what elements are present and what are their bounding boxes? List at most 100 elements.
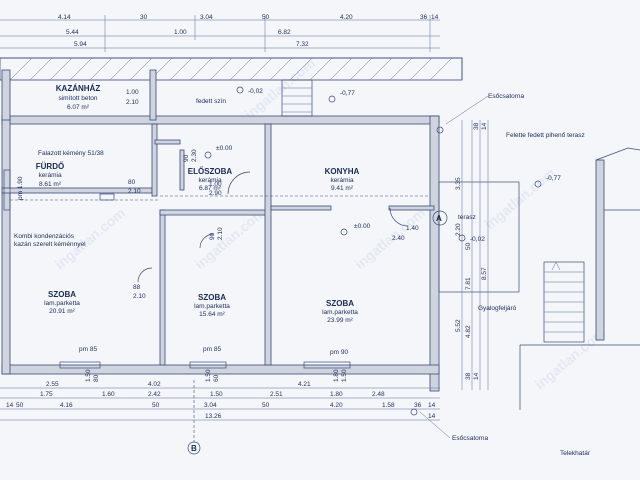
dim-bottom-4-0: 13.26 [205, 413, 222, 420]
room-szoba1-area: 20.91 m² [49, 308, 75, 315]
dim-right-9: 38 [465, 372, 472, 380]
room-furdo-floor: kerámia [38, 172, 62, 179]
opening-wb3: 1.50 [205, 369, 212, 382]
dim-bottom-3-9: 14 [428, 402, 436, 409]
room-eloszoba-floor: kerámia [198, 177, 222, 184]
opening-elo2-a: 1.00 [209, 181, 222, 188]
label-escsatorna-top: Esőcsatorna [488, 93, 525, 100]
opening-wb5: 1.80 [333, 369, 340, 382]
dim-bottom-2-5: 1.80 [330, 391, 343, 398]
opening-w1a: 1.00 [126, 89, 139, 96]
opening-wb4: 60 [213, 374, 220, 382]
opening-szoba1-a: 88 [133, 284, 141, 291]
opening-szoba1-b: 2.10 [133, 293, 146, 300]
dim-right-7: 14 [481, 122, 488, 130]
level-a: -0,02 [248, 88, 263, 95]
room-konyha-floor: kerámia [330, 177, 354, 184]
dim-bottom-3-4: 3.04 [204, 402, 217, 409]
dim-right-8: 50 [465, 242, 472, 250]
dim-bottom-2-4: 2.51 [270, 391, 283, 398]
section-mark-a: A [436, 214, 442, 223]
opening-szoba2-a: 90 [209, 232, 216, 240]
level-f: -0,77 [546, 175, 561, 182]
dim-bottom-2-3: 1.50 [210, 391, 223, 398]
outer-walls [1, 69, 440, 392]
dim-top-1-2: 6.82 [278, 29, 291, 36]
room-szoba1-floor: lam.parketta [44, 300, 80, 307]
terrace [438, 147, 640, 410]
label-terasz: terasz [458, 214, 476, 221]
opening-pm2: pm 85 [203, 346, 221, 353]
room-eloszoba-name: ELŐSZOBA [188, 167, 233, 176]
dim-bottom-2-0: 1.75 [40, 391, 53, 398]
opening-wb1: 1.50 [85, 369, 92, 382]
bottom-dimensions: 2.55 4.02 4.21 1.75 1.60 2.42 1.50 2.51 … [0, 381, 440, 421]
room-szoba2-floor: lam.parketta [194, 303, 230, 310]
dim-top-0-2: 3.04 [200, 14, 213, 21]
label-kombi-2: kazán szerelt kéménnyel [14, 241, 86, 248]
dim-bottom-3-1: 50 [16, 402, 24, 409]
room-konyha-area: 9.41 m² [331, 185, 354, 192]
opening-w1b: 2.10 [126, 99, 139, 106]
label-kemeny: Falazott kémény 51/38 [38, 150, 104, 157]
opening-furdo-a: 80 [128, 179, 136, 186]
opening-pm3: pm 90 [330, 349, 348, 356]
level-b: -0,77 [340, 90, 355, 97]
watermark-text: ingatlan.com [352, 205, 428, 273]
dim-bottom-3-7: 1.58 [382, 402, 395, 409]
room-szoba3-name: SZOBA [326, 299, 354, 308]
dim-bottom-3-5: 50 [262, 402, 270, 409]
room-szoba3-floor: lam.parketta [322, 309, 358, 316]
dim-bottom-3-3: 50 [152, 402, 160, 409]
opening-elo-a: 90 [183, 154, 190, 162]
level-c: ±0.00 [216, 145, 233, 152]
roof-band [0, 57, 463, 81]
level-d: ±0.00 [354, 223, 371, 230]
opening-szoba2-b: 2.10 [217, 227, 224, 240]
dim-bottom-4-1: 14 [428, 413, 436, 420]
room-furdo-name: FÜRDŐ [36, 162, 64, 171]
dim-right-6: 38 [473, 122, 480, 130]
dim-right-10: 14 [473, 372, 480, 380]
dim-right-4: 5.52 [455, 319, 462, 332]
dim-top-0-3: 50 [262, 14, 270, 21]
room-eloszoba-area: 6.87 m² [199, 185, 222, 192]
dim-bottom-3-6: 4.20 [330, 402, 343, 409]
annotations: fedett szín Falazott kémény 51/38 Kombi … [14, 93, 591, 457]
right-dimensions: 3.35 2.20 7.81 8.57 5.52 4.82 38 14 50 3… [455, 120, 489, 390]
level-marks: -0,02 -0,77 ±0.00 ±0.00 -0,02 -0,77 [204, 86, 561, 243]
section-markers: A B [187, 126, 448, 455]
dim-top-2-0: 5.94 [74, 41, 87, 48]
dim-bottom-3-8: 36 [414, 402, 422, 409]
label-telekhatar: Telekhatár [560, 450, 591, 457]
dim-top-1-1: 1.00 [174, 29, 187, 36]
room-kazanhaz-floor: simított beton [58, 95, 97, 102]
dim-top-0-4: 4.20 [340, 14, 353, 21]
dim-right-0: 3.35 [455, 177, 462, 190]
dim-top-1-0: 5.44 [66, 29, 79, 36]
dim-top-2-1: 7.32 [296, 41, 309, 48]
dim-top-0-1: 30 [140, 14, 148, 21]
interior-walls [1, 123, 435, 366]
level-e: -0,02 [470, 236, 485, 243]
opening-wb6: 1.50 [341, 369, 348, 382]
room-labels: KAZÁNHÁZ simított beton 6.07 m² FÜRDŐ ke… [36, 84, 360, 324]
opening-pm-left: pm 1.90 [17, 176, 24, 200]
label-escsatorna-bottom: Esőcsatorna [452, 435, 489, 442]
opening-terasz-b: 2.40 [392, 235, 405, 242]
dim-bottom-2-1: 1.60 [102, 391, 115, 398]
section-mark-b: B [191, 444, 197, 453]
label-fedett-piheno: Felette fedett pihenő terasz [506, 132, 585, 139]
dim-bottom-3-2: 4.16 [60, 402, 73, 409]
room-szoba1-name: SZOBA [48, 290, 76, 299]
room-szoba2-name: SZOBA [198, 293, 226, 302]
dim-bottom-2-2: 2.42 [148, 391, 161, 398]
dim-right-5: 4.82 [465, 325, 472, 338]
dim-right-3: 8.57 [481, 267, 488, 280]
dim-bottom-3-0: 14 [6, 402, 14, 409]
dim-bottom-1-2: 4.21 [298, 381, 311, 388]
room-szoba2-area: 15.64 m² [199, 311, 225, 318]
stair-top [281, 79, 313, 117]
opening-elo-b: 2.30 [191, 149, 198, 162]
